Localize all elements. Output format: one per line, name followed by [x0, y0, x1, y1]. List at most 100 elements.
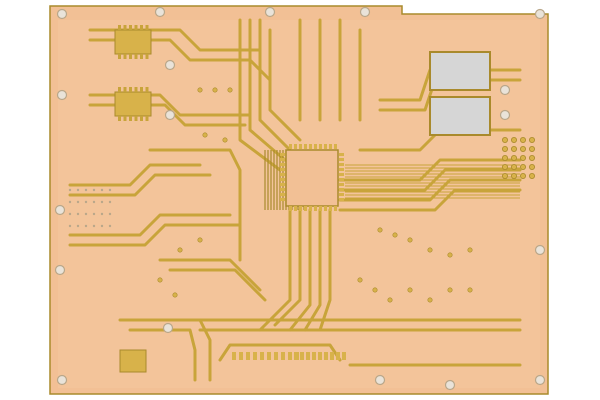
trace	[268, 28, 302, 142]
via	[227, 87, 233, 93]
ic-pad	[280, 188, 285, 191]
ic-pad	[129, 54, 132, 59]
ic-pad	[280, 163, 285, 166]
test-point	[108, 212, 112, 216]
pad	[510, 154, 517, 161]
pad	[312, 352, 316, 360]
trace	[118, 318, 212, 382]
trace	[168, 268, 267, 302]
trace	[68, 223, 242, 247]
inspection-window	[429, 51, 491, 91]
test-point	[84, 212, 88, 216]
via	[392, 232, 398, 238]
via	[212, 87, 218, 93]
mounting-hole	[374, 374, 386, 386]
pad	[260, 352, 264, 360]
ic-pad	[123, 54, 127, 59]
test-point	[100, 188, 104, 192]
ic-pad	[129, 116, 132, 121]
ic-chip	[114, 91, 152, 117]
ic-pad	[134, 116, 138, 121]
ic-pad	[334, 206, 337, 211]
ic-chip	[114, 29, 152, 55]
via	[197, 87, 203, 93]
test-point	[92, 200, 96, 204]
pad	[520, 145, 527, 152]
ic-pad	[280, 178, 285, 181]
mounting-hole	[359, 6, 371, 18]
mounting-hole	[499, 84, 511, 96]
ic-pad	[339, 163, 344, 166]
via	[372, 287, 378, 293]
ic-pad	[280, 168, 285, 171]
trace	[273, 208, 302, 327]
via	[197, 237, 203, 243]
via	[427, 297, 433, 303]
pad	[529, 154, 536, 161]
test-point	[100, 224, 104, 228]
mounting-hole	[264, 6, 276, 18]
via	[202, 132, 208, 138]
pad	[336, 352, 340, 360]
via	[407, 237, 413, 243]
trace	[248, 18, 287, 162]
pad	[253, 352, 257, 360]
ic-pad	[280, 173, 285, 176]
pad	[529, 145, 536, 152]
ic-pad	[145, 25, 149, 30]
ic-pad	[140, 54, 143, 59]
ic-pad	[304, 144, 307, 149]
mounting-hole	[164, 59, 176, 71]
ic-pad	[339, 168, 344, 171]
ic-pad	[309, 144, 312, 149]
trace	[258, 18, 292, 152]
ic-pad	[339, 178, 344, 181]
pad	[267, 352, 271, 360]
test-point	[92, 188, 96, 192]
ic-pad	[123, 116, 127, 121]
ic-pad	[324, 144, 327, 149]
pad	[510, 145, 517, 152]
via	[177, 247, 183, 253]
trace	[303, 208, 322, 332]
ic-pad	[339, 158, 344, 161]
pad	[501, 163, 508, 170]
test-point	[108, 188, 112, 192]
via	[427, 247, 433, 253]
pad	[529, 163, 536, 170]
pad	[288, 352, 292, 360]
trace	[68, 163, 202, 187]
pad	[318, 352, 322, 360]
test-point	[68, 188, 72, 192]
ic-pad	[118, 25, 121, 30]
ic-pad	[134, 87, 138, 92]
pad	[300, 352, 304, 360]
trace	[128, 328, 197, 382]
pad	[281, 352, 285, 360]
test-point	[68, 212, 72, 216]
pad	[274, 352, 278, 360]
pad	[510, 163, 517, 170]
pad	[501, 154, 508, 161]
ic-pad	[118, 87, 121, 92]
test-point	[84, 224, 88, 228]
mounting-hole	[54, 264, 66, 276]
ic-pad	[329, 144, 332, 149]
ic-pad	[319, 206, 322, 211]
via	[467, 247, 473, 253]
mounting-hole	[54, 204, 66, 216]
trace	[68, 213, 232, 237]
via	[357, 277, 363, 283]
ic-pad	[134, 54, 138, 59]
pad	[501, 145, 508, 152]
pad	[306, 352, 310, 360]
ic-pad	[289, 144, 292, 149]
test-point	[76, 188, 80, 192]
pad	[342, 352, 346, 360]
trace	[288, 208, 312, 332]
pad	[330, 352, 334, 360]
pad	[529, 172, 536, 179]
mounting-hole	[154, 6, 166, 18]
trace	[238, 18, 282, 172]
ic-pad	[145, 116, 149, 121]
